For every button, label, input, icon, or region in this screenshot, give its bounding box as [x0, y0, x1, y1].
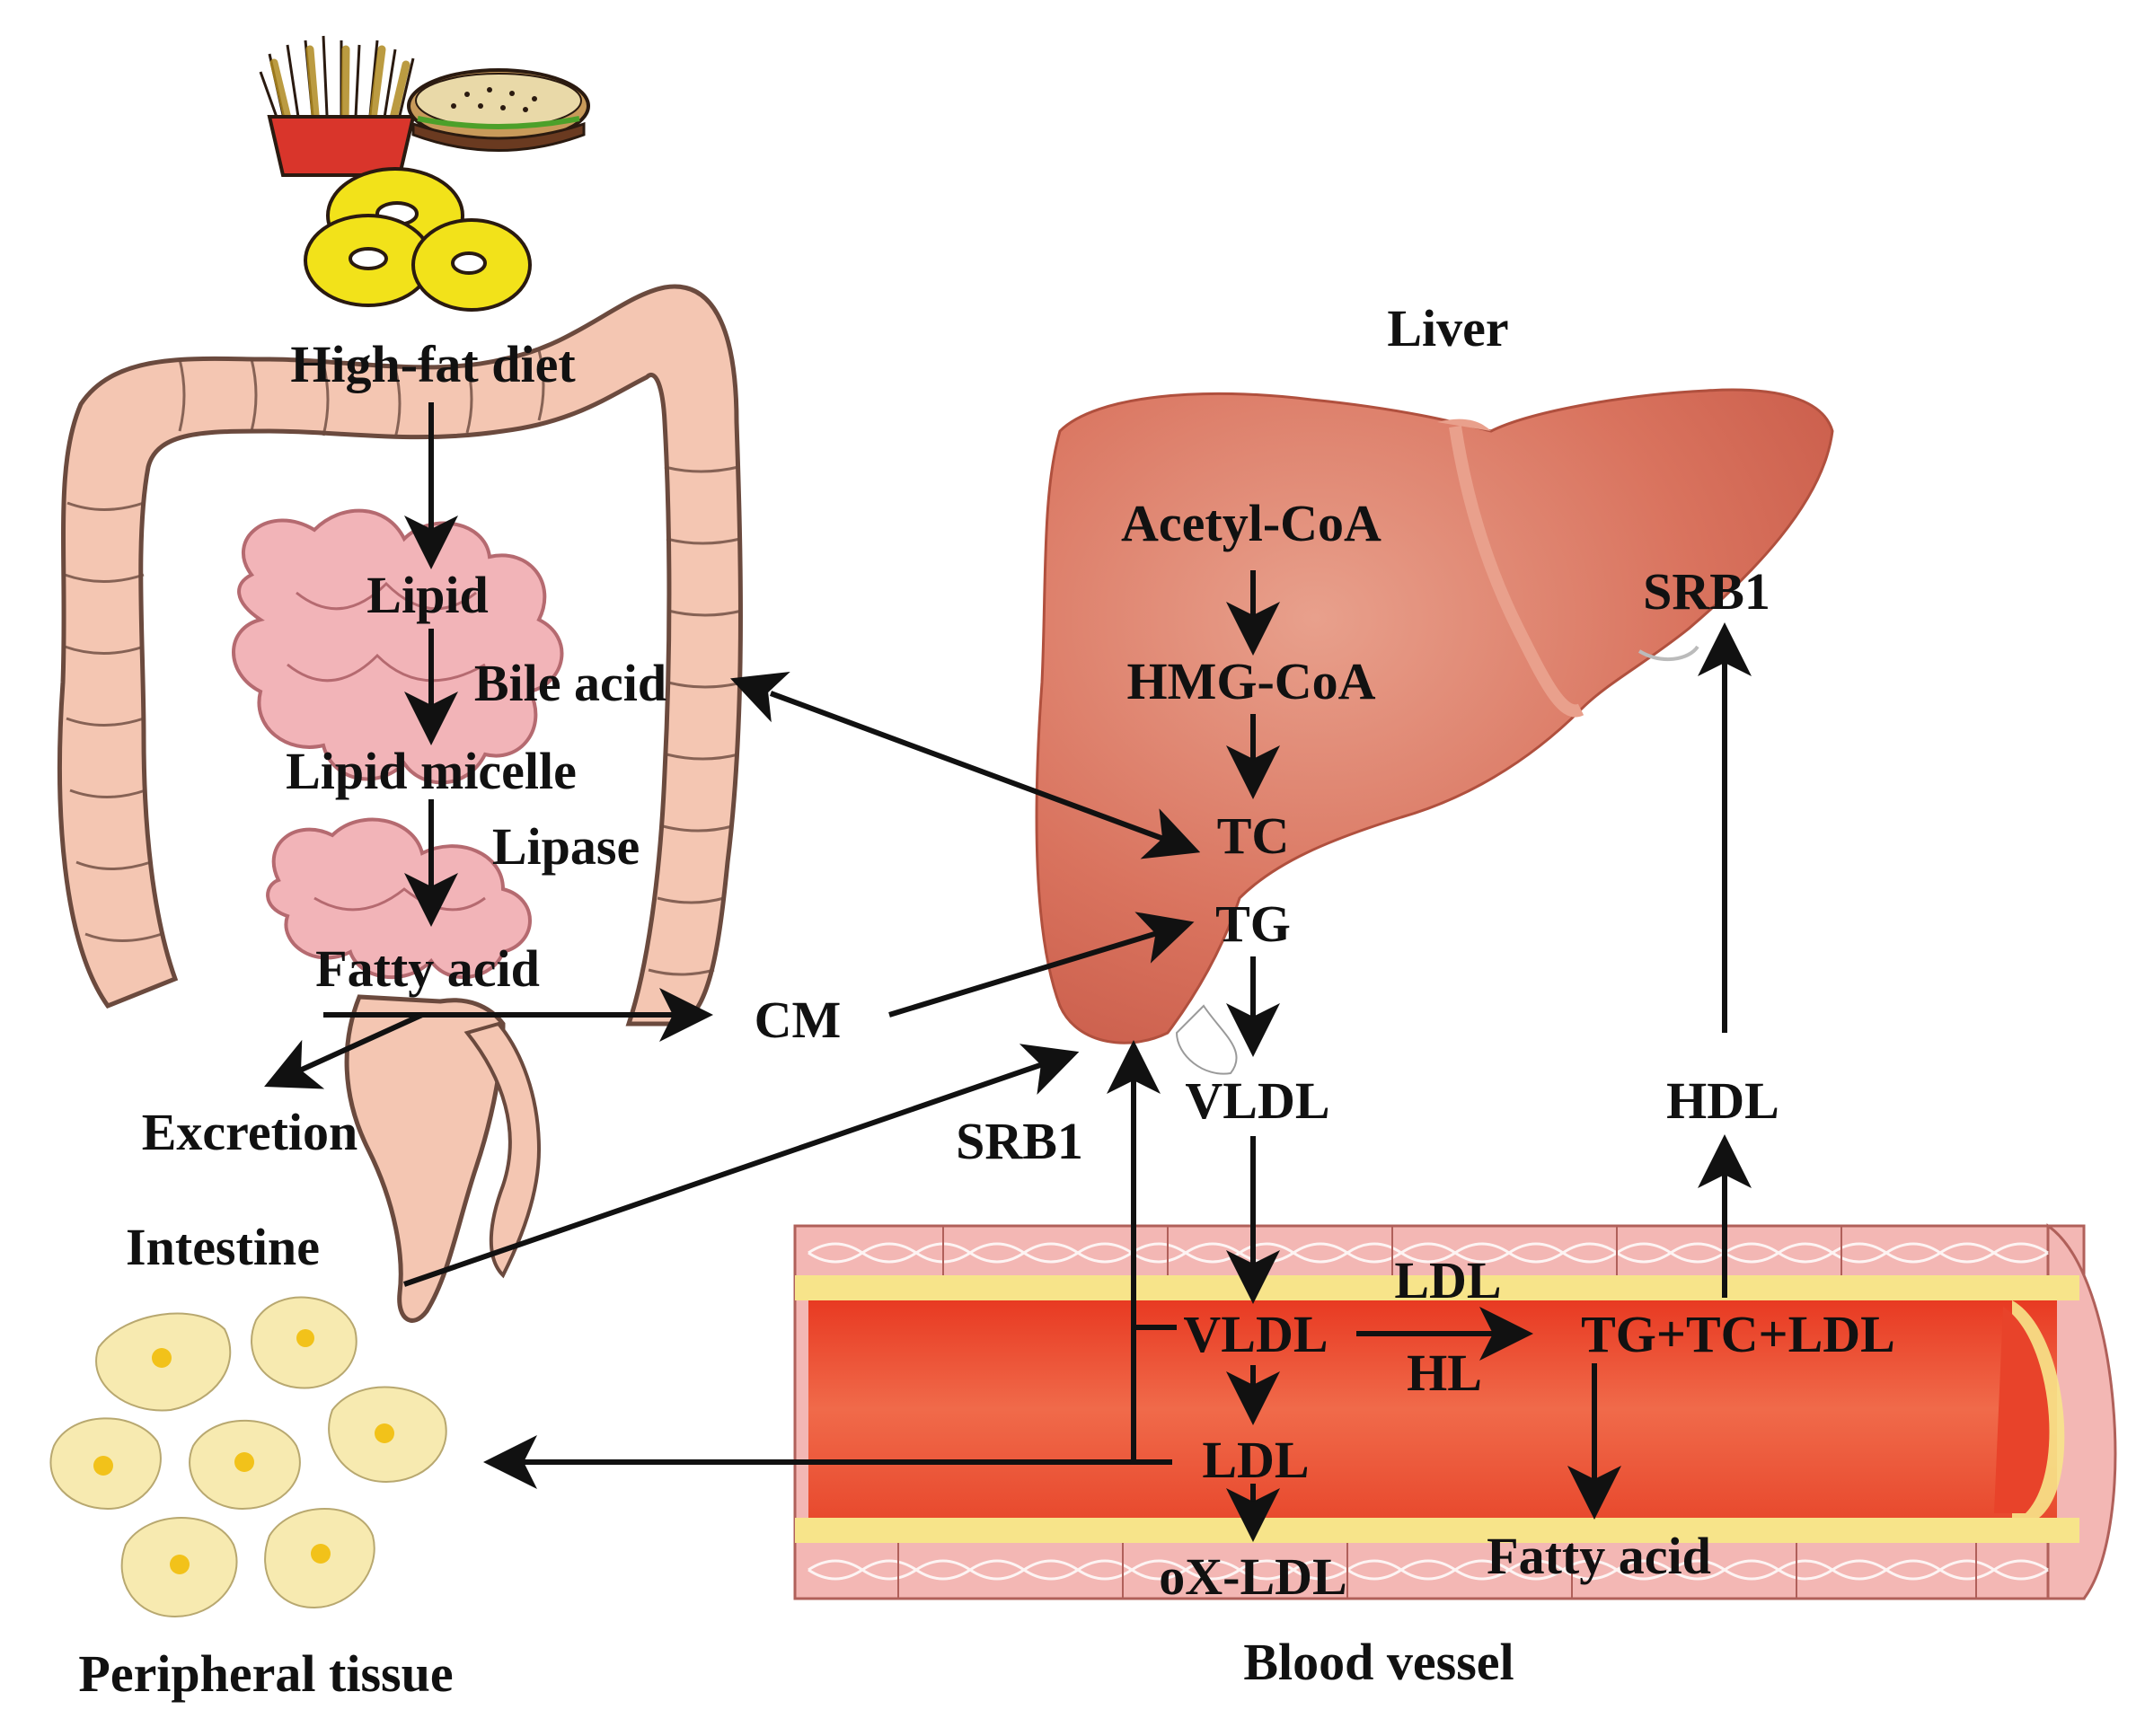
label-srb1-left: SRB1 — [956, 1112, 1083, 1170]
label-hmg-coa: HMG-CoA — [1126, 652, 1375, 710]
label-peripheral-tissue: Peripheral tissue — [78, 1644, 453, 1703]
label-cm: CM — [755, 991, 842, 1049]
label-vldl-vessel: VLDL — [1183, 1305, 1328, 1363]
peripheral-cells-illustration — [49, 1296, 447, 1618]
fries-icon — [259, 35, 416, 177]
arrow-peripheral-srb1-to-liver — [403, 1044, 1080, 1287]
arrow-cm-to-tg — [888, 912, 1195, 1018]
arrow-bile-acid-tc — [729, 672, 1201, 859]
liver-illustration — [1035, 388, 1834, 1075]
blood-vessel-illustration — [793, 1223, 2117, 1600]
label-intestine: Intestine — [126, 1218, 320, 1276]
label-ldl-vessel: LDL — [1202, 1431, 1309, 1489]
arrow-to-excretion — [264, 1012, 424, 1089]
label-srb1-liver: SRB1 — [1643, 562, 1770, 621]
label-bile-acid: Bile acid — [474, 654, 666, 712]
label-excretion: Excretion — [142, 1103, 358, 1161]
burger-icon — [407, 68, 590, 152]
label-tc: TC — [1217, 806, 1290, 865]
label-blood-vessel: Blood vessel — [1243, 1633, 1514, 1691]
label-fatty-acid-intestine: Fatty acid — [315, 939, 540, 998]
label-hl: HL — [1407, 1344, 1482, 1402]
label-fatty-acid-vessel: Fatty acid — [1487, 1527, 1711, 1585]
label-tg: TG — [1215, 894, 1291, 953]
label-acetyl-coa: Acetyl-CoA — [1121, 494, 1381, 552]
label-ox-ldl: oX-LDL — [1159, 1547, 1346, 1606]
label-lipid: Lipid — [366, 566, 488, 624]
labels: High-fat diet Lipid Bile acid Lipid mice… — [78, 299, 1894, 1703]
label-vldl-liver: VLDL — [1185, 1071, 1329, 1130]
label-high-fat-diet: High-fat diet — [290, 335, 576, 393]
arrow-ldl-to-liver — [1107, 1040, 1177, 1459]
onion-rings-icon — [304, 167, 532, 312]
label-liver: Liver — [1387, 299, 1508, 357]
arrows — [264, 402, 1752, 1542]
label-tg-tc-ldl: TG+TC+LDL — [1581, 1305, 1895, 1363]
label-hdl: HDL — [1666, 1071, 1779, 1130]
label-lipid-micelle: Lipid micelle — [286, 742, 577, 800]
intestine-illustration — [57, 284, 743, 1323]
label-lipase: Lipase — [492, 817, 640, 876]
label-ldl-enzyme: LDL — [1394, 1251, 1501, 1309]
